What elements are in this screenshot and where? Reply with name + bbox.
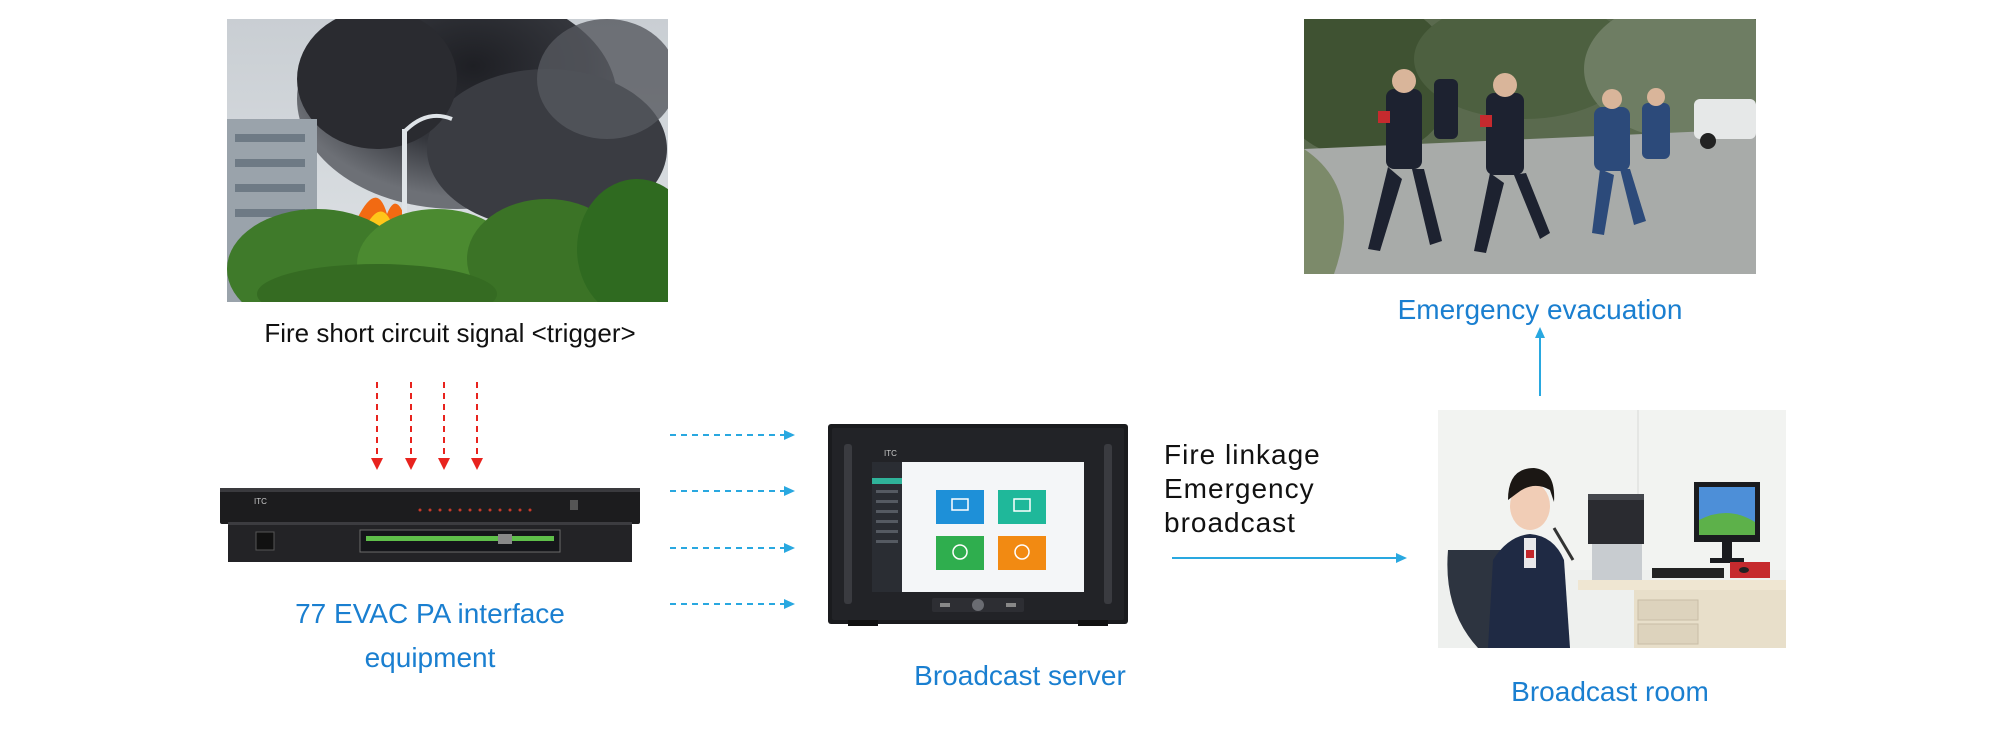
broadcast-server-device: ITC <box>828 424 1128 630</box>
fire-linkage-text: Fire linkage Emergency broadcast <box>1164 438 1321 540</box>
linkage-line-1: Fire linkage <box>1164 439 1321 470</box>
trigger-arrows <box>371 382 483 470</box>
fire-photo <box>227 19 668 302</box>
arrow-to-broadcast-room <box>1172 553 1407 563</box>
interface-device: ITC <box>220 484 640 564</box>
arrow-to-evacuation <box>1535 327 1545 396</box>
linkage-line-2: Emergency <box>1164 473 1315 504</box>
broadcast-room-label: Broadcast room <box>1511 676 1709 707</box>
interface-label-line2: equipment <box>364 642 496 673</box>
interface-label-line1: 77 EVAC PA interface <box>295 598 565 629</box>
emergency-evacuation-label: Emergency evacuation <box>1397 294 1683 325</box>
svg-text:ITC: ITC <box>884 449 897 458</box>
broadcast-room-photo <box>1438 410 1786 648</box>
fire-signal-label: Fire short circuit signal <trigger> <box>264 318 636 348</box>
linkage-line-3: broadcast <box>1164 507 1296 538</box>
evacuation-photo <box>1304 19 1756 274</box>
broadcast-server-label: Broadcast server <box>914 660 1126 691</box>
svg-text:ITC: ITC <box>254 497 267 506</box>
signal-arrows-to-server <box>670 430 795 609</box>
